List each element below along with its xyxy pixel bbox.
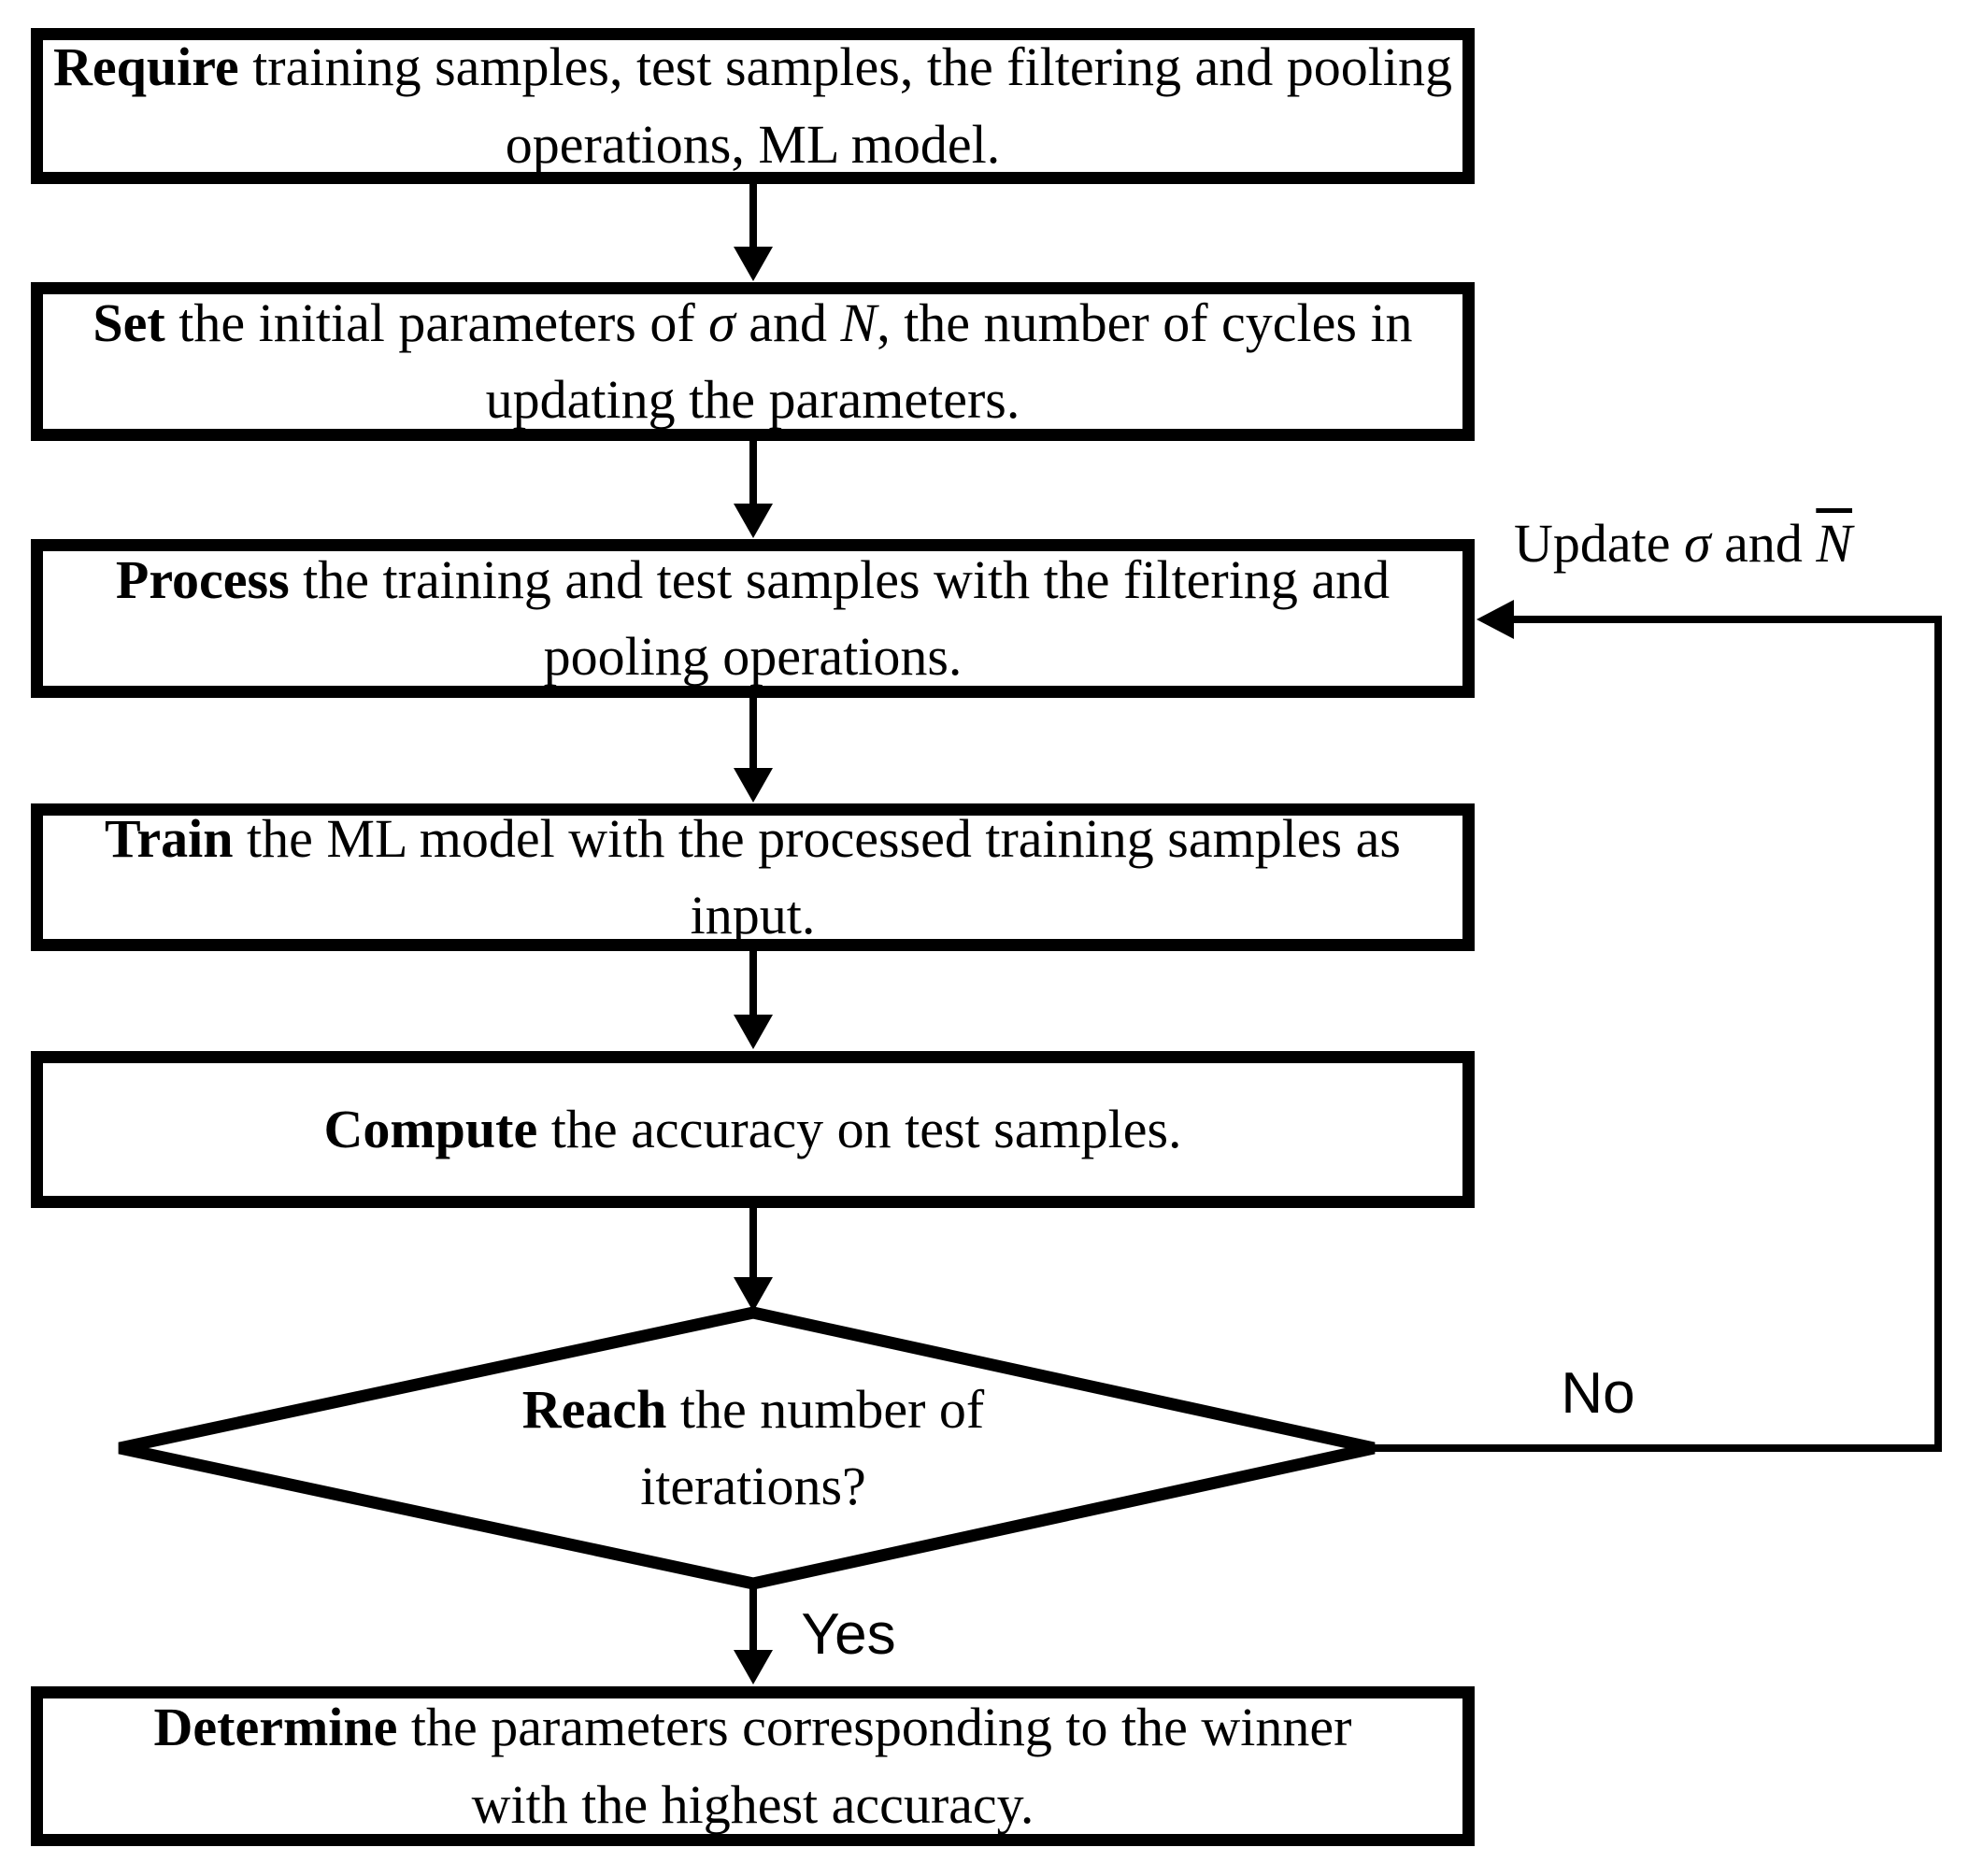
determine-step-text: Determine the parameters corresponding t… [108,1689,1398,1843]
arrow-yes-head-icon [734,1650,773,1684]
train-rest: the ML model with the processed training… [233,807,1401,945]
update-n-bar-symbol: N [1816,513,1853,574]
require-keyword: Require [52,36,239,98]
compute-step-box: Compute the accuracy on test samples. [31,1051,1475,1208]
process-keyword: Process [115,548,290,610]
update-sigma-symbol: σ [1683,513,1711,574]
arrow-train-to-compute-head-icon [734,1015,773,1049]
require-step-box: Require training samples, test samples, … [31,28,1475,184]
arrow-process-to-train-head-icon [734,768,773,803]
determine-keyword: Determine [153,1697,398,1758]
compute-step-text: Compute the accuracy on test samples. [323,1091,1181,1168]
decision-diamond-text: Reach the number of iterations? [426,1345,1080,1551]
decision-keyword: Reach [521,1378,667,1440]
train-keyword: Train [105,807,234,869]
no-branch-label: No [1561,1361,1635,1426]
decision-question: Reach the number of iterations? [445,1371,1062,1526]
process-rest: the training and test samples with the f… [289,548,1391,687]
set-step-box: Set the initial parameters of σ and N, t… [31,282,1475,441]
compute-keyword: Compute [323,1098,538,1159]
sigma-symbol: σ [708,291,735,353]
train-step-box: Train the ML model with the processed tr… [31,803,1475,951]
arrow-set-to-process-head-icon [734,504,773,538]
set-keyword: Set [93,291,165,353]
arrow-compute-to-decision-head-icon [734,1277,773,1312]
arrow-require-to-set-head-icon [734,247,773,281]
train-step-text: Train the ML model with the processed tr… [76,801,1431,955]
compute-rest: the accuracy on test samples. [537,1098,1182,1159]
decision-rest: the number of iterations? [640,1378,985,1516]
determine-step-box: Determine the parameters corresponding t… [31,1686,1475,1846]
process-step-box: Process the training and test samples wi… [31,539,1475,698]
set-step-text: Set the initial parameters of σ and N, t… [52,285,1454,439]
set-text-2: and [735,291,841,353]
no-loop-arrowhead-icon [1477,600,1514,639]
yes-branch-label: Yes [801,1602,896,1667]
determine-rest: the parameters corresponding to the winn… [397,1697,1352,1835]
n-bar-symbol: N [840,291,877,353]
set-text-1: the initial parameters of [164,291,709,353]
update-text-1: Update [1513,513,1684,574]
process-step-text: Process the training and test samples wi… [52,542,1454,696]
set-text-3: , the number of cycles in updating the p… [485,291,1413,430]
update-text-2: and [1710,513,1817,574]
require-step-text: Require training samples, test samples, … [52,29,1454,183]
update-parameters-label: Update σ and N [1491,510,1875,578]
require-rest: training samples, test samples, the filt… [238,36,1453,175]
